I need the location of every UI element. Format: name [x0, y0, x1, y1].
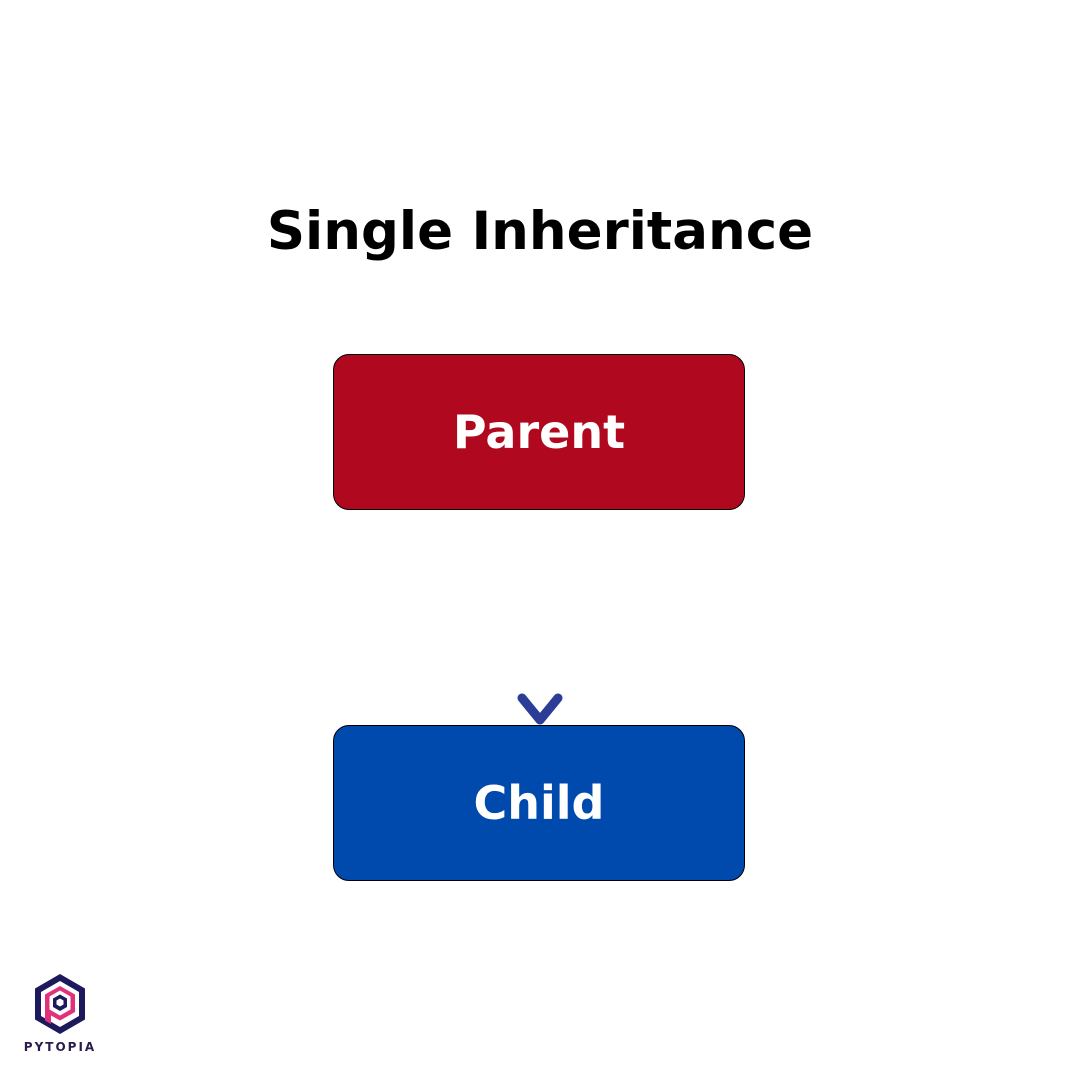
parent-node: Parent — [333, 354, 745, 510]
parent-node-label: Parent — [452, 405, 626, 459]
diagram-title: Single Inheritance — [266, 201, 814, 262]
hexagon-logo-icon — [35, 974, 85, 1034]
child-node: Child — [333, 725, 745, 881]
child-node-label: Child — [473, 776, 605, 830]
arrow-head — [517, 693, 563, 725]
pytopia-logo: PYTOPIA — [22, 972, 98, 1062]
inheritance-arrow — [517, 508, 563, 725]
logo-text: PYTOPIA — [23, 1040, 97, 1054]
